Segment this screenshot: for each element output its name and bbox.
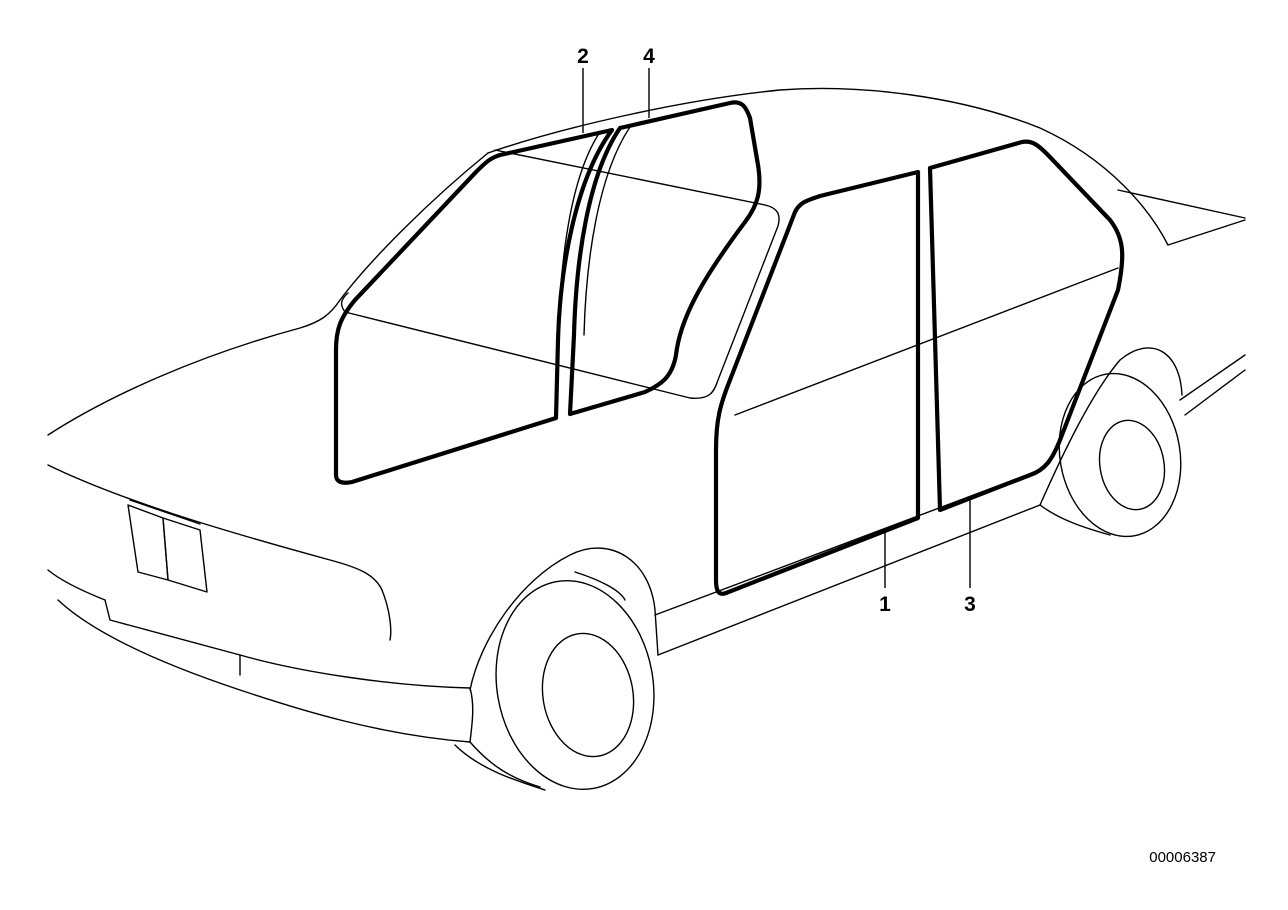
callout-1: 1: [879, 593, 891, 616]
callout-3: 3: [964, 593, 976, 616]
car-body-outline: [47, 87, 1246, 791]
diagram-reference-number: 00006387: [1149, 849, 1216, 866]
front-window-seal: [333, 127, 615, 485]
callout-2: 2: [577, 45, 589, 68]
callout-4: 4: [643, 45, 655, 68]
rear-window-seal: [567, 100, 762, 417]
rear-door-seal: [927, 139, 1125, 513]
front-door-seal: [713, 169, 921, 596]
